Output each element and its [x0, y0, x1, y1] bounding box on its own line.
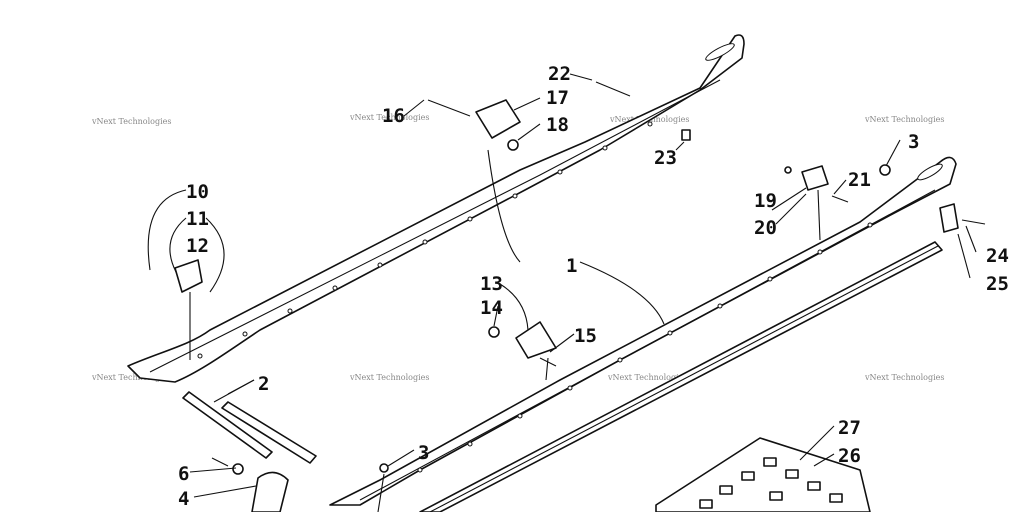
- callout-11: 11: [186, 208, 209, 230]
- callout-16: 16: [382, 105, 405, 127]
- watermark-text: vNext Technologies: [91, 117, 171, 126]
- callout-12: 12: [186, 235, 209, 257]
- watermark-text: vNext Technologies: [349, 113, 429, 122]
- track-section: [655, 437, 871, 512]
- callout-24: 24: [986, 245, 1009, 267]
- track-clips: [699, 457, 843, 509]
- rail-holes: [197, 121, 653, 359]
- rail-holes: [417, 222, 873, 473]
- watermark-text: vNext Technologies: [349, 373, 429, 382]
- callout-4: 4: [178, 488, 189, 510]
- wear-strip: [419, 241, 943, 512]
- callout-20: 20: [754, 217, 777, 239]
- callout-26: 26: [838, 445, 861, 467]
- callout-25: 25: [986, 273, 1009, 295]
- hardware: [174, 81, 986, 512]
- callout-23: 23: [654, 147, 677, 169]
- left-slide-rail: [127, 34, 745, 383]
- watermark-text: vNext Technologies: [607, 373, 687, 382]
- callout-19: 19: [754, 190, 777, 212]
- right-slide-rail: [329, 156, 957, 506]
- callout-18: 18: [546, 114, 569, 136]
- callout-13: 13: [480, 273, 503, 295]
- callout-1: 1: [566, 255, 577, 277]
- leader-lines: [147, 73, 977, 512]
- cross-shafts: [182, 391, 317, 464]
- watermark-text: vNext Technologies: [91, 373, 171, 382]
- callout-2: 2: [258, 373, 269, 395]
- callout-10: 10: [186, 181, 209, 203]
- callout-3: 3: [418, 442, 429, 464]
- callout-labels: 1 2 3 3 4 6 10 11 12 13 14 15 16 17 18 1…: [178, 63, 1009, 510]
- watermark-text: vNext Technologies: [864, 373, 944, 382]
- callout-17: 17: [546, 87, 569, 109]
- callout-3: 3: [908, 131, 919, 153]
- callout-27: 27: [838, 417, 861, 439]
- callout-15: 15: [574, 325, 597, 347]
- callout-6: 6: [178, 463, 189, 485]
- callout-14: 14: [480, 297, 503, 319]
- watermark-text: vNext Technologies: [864, 115, 944, 124]
- callout-21: 21: [848, 169, 871, 191]
- callout-22: 22: [548, 63, 571, 85]
